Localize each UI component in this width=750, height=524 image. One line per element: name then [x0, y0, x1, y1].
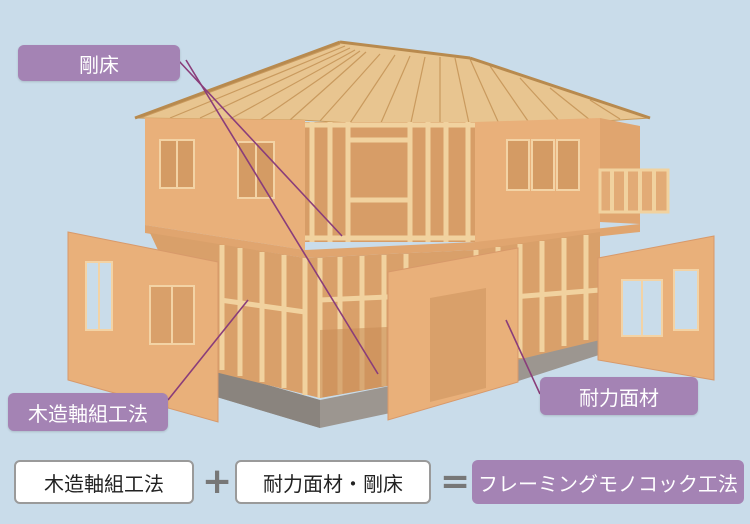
leader-floor-lower	[185, 59, 379, 375]
bearing-panel-center	[387, 247, 519, 421]
leader-wood-frame	[167, 299, 249, 401]
label-bearing-panel: 耐力面材	[540, 377, 698, 415]
roof-frame	[134, 40, 651, 131]
formula-term-panel-floor: 耐力面材・剛床	[235, 460, 431, 504]
balcony	[598, 168, 670, 214]
leader-bearing-panel	[505, 319, 541, 395]
floor-slab	[145, 224, 640, 258]
formula-term-wood-frame: 木造軸組工法	[14, 460, 194, 504]
bearing-panel-left	[67, 231, 219, 423]
label-floor: 剛床	[18, 45, 180, 81]
equals-sign: =	[440, 461, 471, 502]
plus-sign: +	[202, 461, 233, 502]
leader-lines	[167, 59, 541, 401]
bearing-panel-right	[597, 235, 715, 381]
label-wood-frame: 木造軸組工法	[8, 393, 168, 431]
leader-floor-upper	[177, 59, 343, 237]
formula-result: フレーミングモノコック工法	[472, 460, 744, 504]
upper-wall-left	[145, 118, 305, 250]
